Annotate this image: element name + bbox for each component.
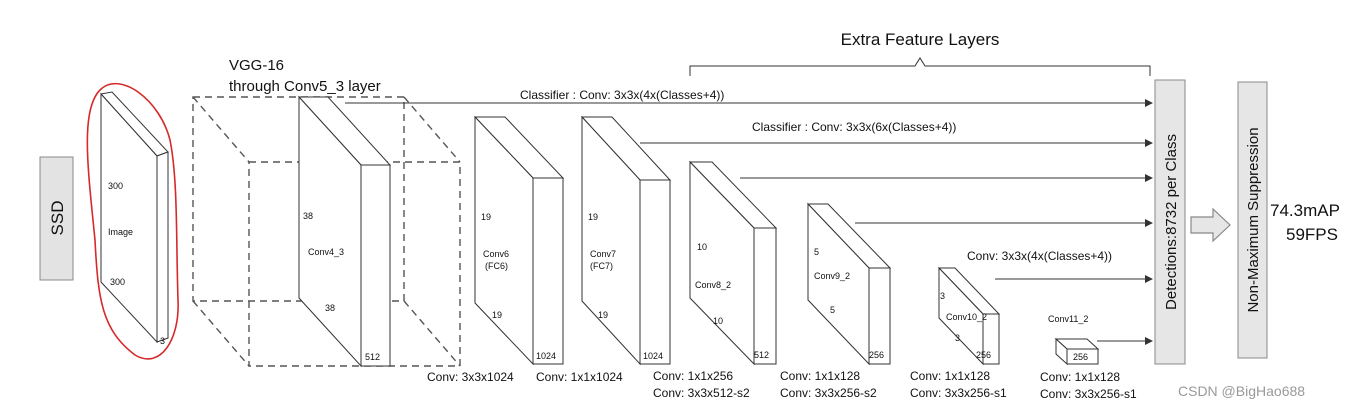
conv8-op-label-2: Conv: 3x3x512-s2 [653,386,750,400]
conv4-3-size-a: 38 [303,211,313,221]
conv6-size-b: 19 [492,310,502,320]
conv10-op-label-1: Conv: 1x1x128 [910,369,990,383]
conv7-depth: 1024 [643,351,663,361]
image-label: Image [108,227,133,237]
conv11-2-block: Conv11_2 256 [1048,314,1100,366]
conv6-size-a: 19 [481,212,491,222]
conv6-depth: 1024 [536,351,556,361]
conv10-2-size-b: 3 [955,333,960,343]
vgg-title: VGG-16 [229,57,284,74]
conv9-2-size-b: 5 [830,305,835,315]
conv6-block: 19 Conv6 (FC6) 19 1024 [473,115,565,366]
classifier-arrows: Classifier : Conv: 3x3x(4x(Classes+4)) C… [345,88,1153,345]
conv4-3-name: Conv4_3 [308,247,344,257]
to-nms-arrow [1190,207,1231,243]
nms-label: Non-Maximum Suppression [1245,127,1262,312]
conv10-2-name: Conv10_2 [946,312,987,322]
conv8-2-block: 10 Conv8_2 10 512 [688,160,778,366]
conv9-2-depth: 256 [869,350,884,360]
conv11-2-depth: 256 [1073,352,1088,362]
detections-label: Detections:8732 per Class [1163,134,1180,310]
conv6-op-label: Conv: 3x3x1024 [427,370,514,384]
conv11-op-label-1: Conv: 1x1x128 [1040,370,1120,384]
nms-block: Non-Maximum Suppression [1237,81,1268,359]
detections-block: Detections:8732 per Class [1154,79,1186,365]
conv8-2-depth: 512 [754,350,769,360]
extra-feature-brace: Extra Feature Layers [689,30,1151,76]
ssd-block: SSD [39,156,74,281]
conv8-2-size-b: 10 [713,316,723,326]
ssd-label: SSD [48,201,67,236]
image-width: 300 [110,277,125,287]
conv4-3-depth: 512 [365,352,380,362]
conv9-2-name: Conv9_2 [814,271,850,281]
conv9-op-label-1: Conv: 1x1x128 [780,369,860,383]
conv8-op-label-1: Conv: 1x1x256 [653,369,733,383]
image-depth: 3 [160,336,165,346]
conv9-2-block: 5 Conv9_2 5 256 [806,202,892,366]
conv10-2-block: 3 Conv10_2 3 256 [937,266,1001,366]
classifier-label-2: Classifier : Conv: 3x3x(6x(Classes+4)) [752,120,956,134]
watermark: CSDN @BigHao688 [1178,383,1305,399]
conv10-2-depth: 256 [976,350,991,360]
conv11-op-label-2: Conv: 3x3x256-s1 [1040,387,1137,401]
conv10-op-label-2: Conv: 3x3x256-s1 [910,386,1007,400]
conv7-op-label: Conv: 1x1x1024 [536,370,623,384]
conv9-op-label-2: Conv: 3x3x256-s2 [780,386,877,400]
fps-result: 59FPS [1286,225,1338,244]
conv7-size-b: 19 [598,310,608,320]
conv7-name: Conv7 [590,249,616,259]
conv6-name: Conv6 [483,249,509,259]
vgg-subtitle: through Conv5_3 layer [229,78,381,95]
classifier-label-1: Classifier : Conv: 3x3x(4x(Classes+4)) [520,88,724,102]
extra-feature-title: Extra Feature Layers [841,30,1000,49]
map-result: 74.3mAP [1270,201,1340,220]
classifier-label-3: Conv: 3x3x(4x(Classes+4)) [967,249,1112,263]
conv7-size-a: 19 [588,212,598,222]
conv11-2-name: Conv11_2 [1048,314,1088,324]
image-height: 300 [108,181,123,191]
conv7-subname: (FC7) [590,261,613,271]
red-highlight-outline [86,83,179,360]
conv6-subname: (FC6) [485,261,508,271]
bottom-conv-labels: Conv: 3x3x1024 Conv: 1x1x1024 Conv: 1x1x… [427,369,1137,401]
conv8-2-size-a: 10 [697,242,707,252]
conv10-2-size-a: 3 [940,291,945,301]
conv8-2-name: Conv8_2 [695,280,731,290]
conv7-block: 19 Conv7 (FC7) 19 1024 [580,115,672,366]
conv4-3-block: 38 Conv4_3 38 512 [297,95,392,368]
conv9-2-size-a: 5 [814,247,819,257]
conv4-3-size-b: 38 [325,303,335,313]
vgg16-dashed-box: VGG-16 through Conv5_3 layer [192,57,461,367]
input-image-block: 300 Image 300 3 [86,83,179,360]
